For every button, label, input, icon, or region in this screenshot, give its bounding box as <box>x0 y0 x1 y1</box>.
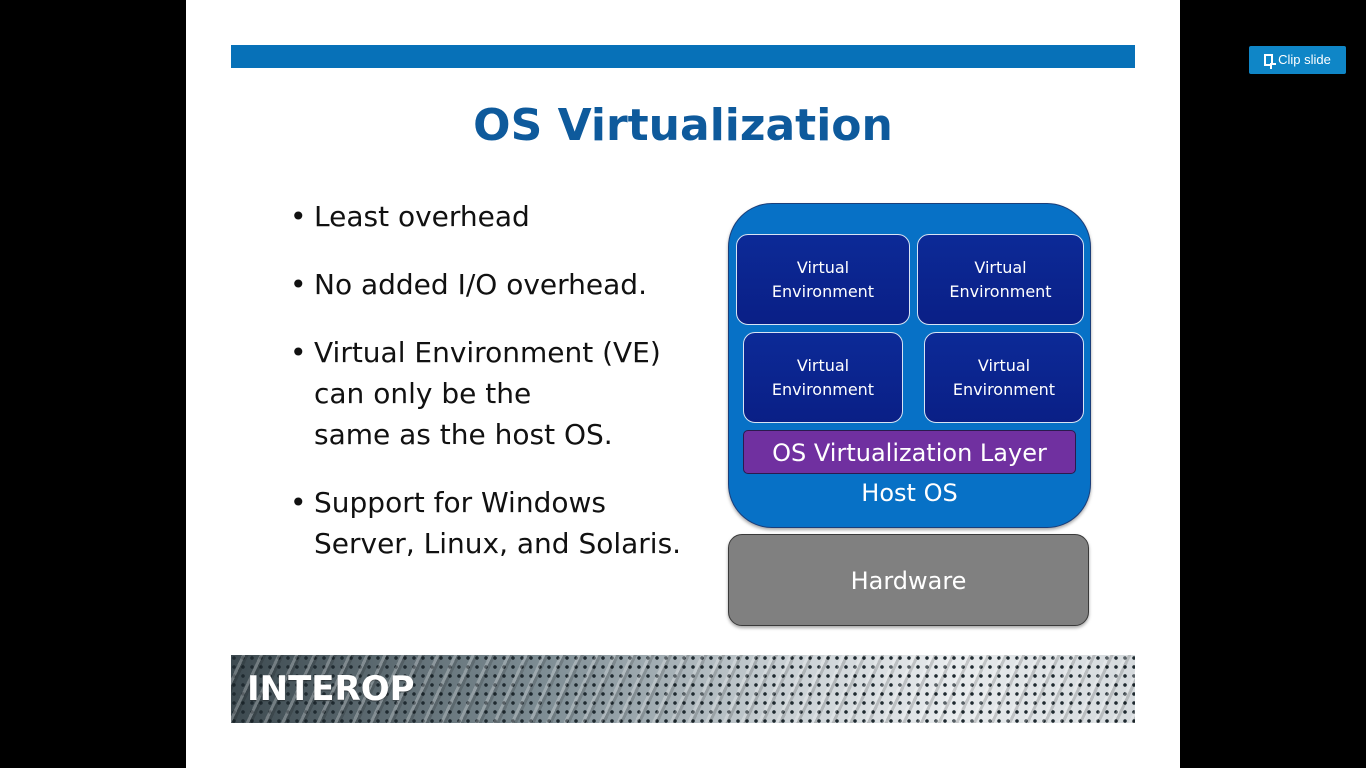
footer-banner: INTEROP <box>231 655 1135 723</box>
interop-logo: INTEROP <box>247 669 415 709</box>
hardware-box: Hardware <box>728 534 1089 626</box>
ve-label-line2: Environment <box>771 379 875 399</box>
clip-slide-button[interactable]: Clip slide <box>1249 46 1346 74</box>
slide: OS Virtualization Least overhead No adde… <box>186 0 1180 768</box>
ve-label-line2: Environment <box>771 281 875 301</box>
bullet-text: Virtual Environment (VE) <box>314 336 661 369</box>
ve-label-line1: Virtual <box>796 355 850 375</box>
ve-label-line1: Virtual <box>796 257 850 277</box>
ve-label-line1: Virtual <box>977 355 1031 375</box>
bullet-item: Support for Windows Server, Linux, and S… <box>290 482 690 564</box>
clip-slide-label: Clip slide <box>1278 52 1331 67</box>
virtual-environment-box: Virtual Environment <box>736 234 910 325</box>
host-os-box: Virtual Environment Virtual Environment … <box>728 203 1091 528</box>
virtual-environment-box: Virtual Environment <box>924 332 1084 423</box>
bullet-text: same as the host OS. <box>314 418 613 451</box>
bullet-text: Least overhead <box>314 200 530 233</box>
bullet-item: Virtual Environment (VE) can only be the… <box>290 332 690 455</box>
bullet-text: can only be the <box>314 377 532 410</box>
bullet-list: Least overhead No added I/O overhead. Vi… <box>290 196 690 591</box>
clip-icon <box>1264 54 1277 69</box>
ve-label-line2: Environment <box>952 379 1056 399</box>
bullet-item: Least overhead <box>290 196 690 237</box>
os-virtualization-layer-box: OS Virtualization Layer <box>743 430 1076 474</box>
virtual-environment-box: Virtual Environment <box>917 234 1084 325</box>
host-os-label: Host OS <box>861 479 958 507</box>
bullet-text: No added I/O overhead. <box>314 268 647 301</box>
bullet-item: No added I/O overhead. <box>290 264 690 305</box>
bullet-text: Server, Linux, and Solaris. <box>314 527 682 560</box>
ve-label-line2: Environment <box>949 281 1052 301</box>
bullet-text: Support for Windows <box>314 486 606 519</box>
ve-label-line1: Virtual <box>974 257 1027 277</box>
slide-title: OS Virtualization <box>473 100 893 151</box>
virtual-environment-box: Virtual Environment <box>743 332 903 423</box>
slide-accent-bar <box>231 45 1135 68</box>
